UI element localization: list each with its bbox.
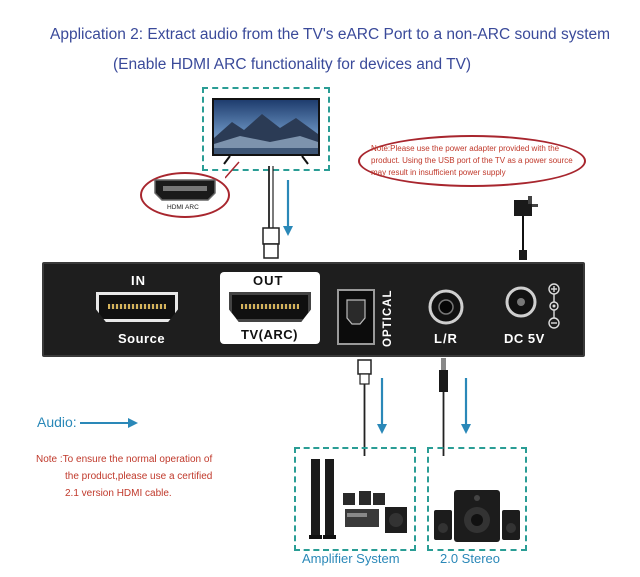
audio-arrow-down-icon xyxy=(461,378,471,434)
aux-cable xyxy=(439,358,448,456)
hdmi-cable-tv xyxy=(262,166,280,259)
amplifier-caption: Amplifier System xyxy=(302,551,400,566)
stereo-speakers-icon xyxy=(434,490,520,542)
tv-arc-label: TV(ARC) xyxy=(241,327,298,342)
dc-jack-icon xyxy=(505,286,537,318)
power-adapter-icon xyxy=(514,196,538,260)
hdmi-out-port xyxy=(229,292,311,322)
stereo-caption: 2.0 Stereo xyxy=(440,551,500,566)
hdmi-port-closeup-icon xyxy=(154,179,216,201)
amplifier-speakers-icon xyxy=(309,459,407,539)
out-label: OUT xyxy=(253,273,284,288)
optical-cable xyxy=(357,359,372,456)
in-label: IN xyxy=(131,273,146,288)
dc-label: DC 5V xyxy=(504,331,545,346)
audio-legend-label: Audio: xyxy=(37,414,77,430)
hdmi-in-port xyxy=(96,292,178,322)
page-subtitle: (Enable HDMI ARC functionality for devic… xyxy=(113,56,472,73)
lr-jack-icon xyxy=(428,289,464,325)
optical-label: OPTICAL xyxy=(382,289,394,347)
source-label: Source xyxy=(118,331,166,346)
power-note-label: Note: xyxy=(371,144,391,153)
cable-note-line-1: :To ensure the normal operation of xyxy=(59,454,213,465)
power-note-text: Please use the power adapter provided wi… xyxy=(371,144,573,177)
stereo-box xyxy=(427,447,527,551)
audio-arrow-down-icon xyxy=(283,180,293,236)
amplifier-box xyxy=(294,447,416,551)
cable-note-line-2: the product,please use a certified xyxy=(65,471,213,482)
optical-port-icon xyxy=(337,289,375,345)
audio-arrow-right-icon xyxy=(80,418,138,428)
polarity-icon xyxy=(548,283,560,329)
cable-note: Note :To ensure the normal operation of … xyxy=(36,451,212,502)
power-note: Note:Please use the power adapter provid… xyxy=(358,135,586,187)
tv-box xyxy=(202,87,330,171)
hdmi-arc-callout xyxy=(140,172,230,218)
callout-connector xyxy=(225,161,240,179)
tv-icon xyxy=(212,98,320,165)
page-title: Application 2: Extract audio from the TV… xyxy=(50,26,611,43)
cable-note-line-3: 2.1 version HDMI cable. xyxy=(65,488,172,499)
cable-note-label: Note xyxy=(36,454,58,465)
hdmi-arc-label: HDMI ARC xyxy=(167,204,199,211)
lr-label: L/R xyxy=(434,331,458,346)
audio-arrow-down-icon xyxy=(377,378,387,434)
